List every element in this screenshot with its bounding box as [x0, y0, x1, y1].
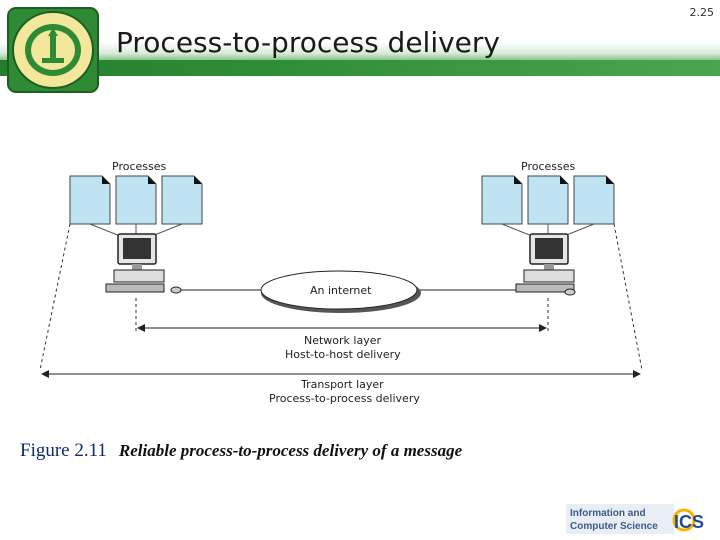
internet-cloud-icon: [260, 270, 421, 313]
right-computer-icon: [515, 233, 576, 296]
network-layer-label: Network layer: [304, 334, 381, 347]
right-process-1-icon: [481, 175, 523, 225]
slide-title: Process-to-process delivery: [116, 26, 500, 59]
right-process-3-icon: [573, 175, 615, 225]
slide-header: [0, 0, 720, 76]
header-green-bar: [0, 60, 720, 76]
left-computer-icon: [105, 233, 182, 294]
left-process-3-icon: [161, 175, 203, 225]
figure-number: Figure 2.11: [20, 440, 107, 461]
ics-department-logo: Information and Computer Science ICS: [566, 504, 704, 534]
layer-dashed-guides: [39, 223, 643, 371]
left-process-2-icon: [115, 175, 157, 225]
transport-layer-sublabel: Process-to-process delivery: [269, 392, 420, 405]
figure-caption: Figure 2.11 Reliable process-to-process d…: [20, 440, 462, 462]
figure-caption-text: Reliable process-to-process delivery of …: [118, 441, 463, 460]
transport-layer-label: Transport layer: [300, 378, 384, 391]
logo-line2: Computer Science: [570, 521, 658, 532]
right-processes-label: Processes: [521, 160, 575, 173]
university-seal-logo: [7, 7, 99, 93]
internet-cloud-label: An internet: [310, 284, 372, 297]
network-layer-sublabel: Host-to-host delivery: [285, 348, 401, 361]
process-delivery-diagram: Processes Processes: [39, 160, 643, 405]
left-processes-label: Processes: [112, 160, 166, 173]
left-process-1-icon: [69, 175, 111, 225]
right-process-2-icon: [527, 175, 569, 225]
page-number: 2.25: [689, 6, 715, 19]
logo-line1: Information and: [570, 508, 646, 519]
logo-mark: ICS: [674, 512, 704, 532]
